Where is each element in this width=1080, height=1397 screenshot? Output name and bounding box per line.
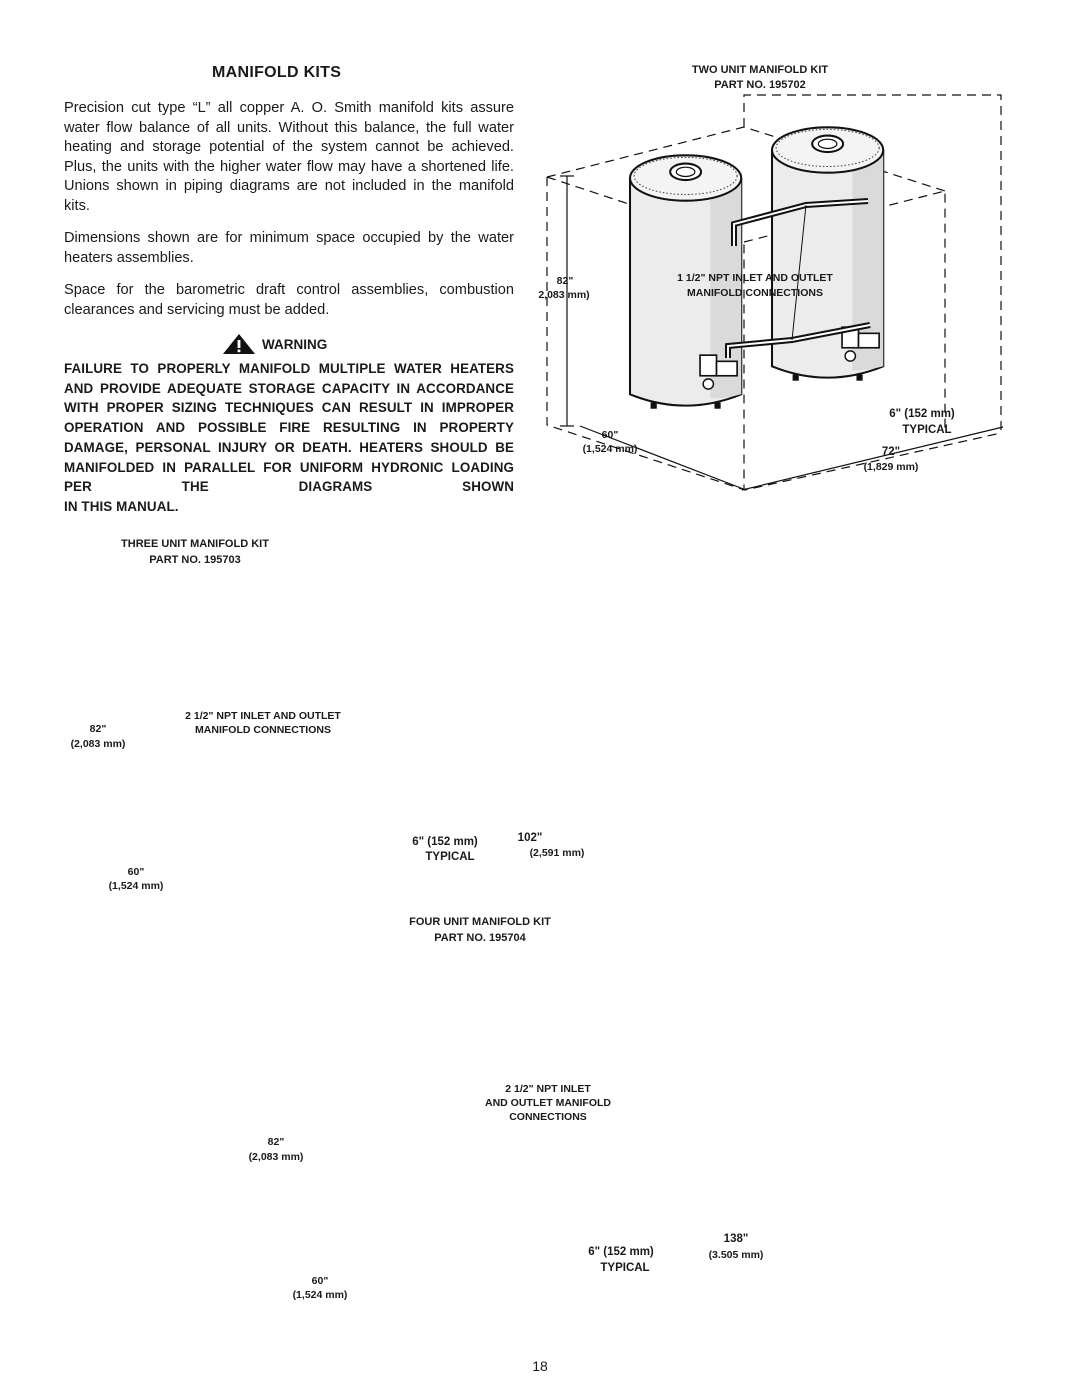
two-unit-diagram xyxy=(546,94,1004,491)
three-unit-spacing-typical: TYPICAL xyxy=(425,851,475,863)
four-unit-height-mm: (2,083 mm) xyxy=(248,1151,304,1163)
three-unit-height-mm: (2,083 mm) xyxy=(70,738,126,750)
four-unit-depth-in: 60" xyxy=(311,1275,329,1287)
two-unit-height-in: 82" xyxy=(556,275,574,287)
intro-paragraph: Precision cut type “L” all copper A. O. … xyxy=(64,100,514,214)
warning-label: WARNING xyxy=(262,336,328,352)
warning-text: FAILURE TO PROPERLY MANIFOLD MULTIPLE WA… xyxy=(64,359,514,517)
warning-body: FAILURE TO PROPERLY MANIFOLD MULTIPLE WA… xyxy=(64,361,514,495)
warning-triangle-icon xyxy=(223,334,255,354)
three-unit-depth-mm: (1,524 mm) xyxy=(108,880,164,892)
two-unit-title: TWO UNIT MANIFOLD KIT xyxy=(691,64,829,76)
three-unit-connections-label: 2 1/2" NPT INLET AND OUTLET xyxy=(185,710,341,722)
four-unit-connections-label-2: AND OUTLET MANIFOLD xyxy=(485,1097,611,1109)
two-unit-depth-in: 60" xyxy=(601,429,619,441)
warning-heading: WARNING xyxy=(222,333,327,355)
four-unit-connections-label-3: CONNECTIONS xyxy=(509,1111,587,1123)
page-number: 18 xyxy=(532,1358,548,1374)
two-unit-connections-label-2: MANIFOLD CONNECTIONS xyxy=(687,287,823,299)
four-unit-width-mm: (3.505 mm) xyxy=(708,1249,764,1261)
dimensions-paragraph: Dimensions shown are for minimum space o… xyxy=(64,230,514,266)
three-unit-part-number: PART NO. 195703 xyxy=(149,554,241,566)
four-unit-height-in: 82" xyxy=(267,1136,285,1148)
two-unit-depth-mm: (1,524 mm) xyxy=(582,443,638,455)
three-unit-width-in: 102" xyxy=(517,832,543,844)
two-unit-height-mm: 2,083 mm) xyxy=(538,289,590,301)
two-unit-spacing: 6" (152 mm) xyxy=(889,408,955,420)
two-unit-connections-label: 1 1/2" NPT INLET AND OUTLET xyxy=(677,272,833,284)
three-unit-width-mm: (2,591 mm) xyxy=(529,847,585,859)
page-title: MANIFOLD KITS xyxy=(212,64,342,81)
four-unit-spacing: 6" (152 mm) xyxy=(588,1246,654,1258)
two-unit-width-mm: (1,829 mm) xyxy=(863,461,919,473)
two-unit-part-number: PART NO. 195702 xyxy=(714,79,806,91)
clearance-paragraph: Space for the barometric draft control a… xyxy=(64,282,514,318)
three-unit-height-in: 82" xyxy=(89,723,107,735)
three-unit-title: THREE UNIT MANIFOLD KIT xyxy=(121,538,269,550)
two-unit-spacing-typical: TYPICAL xyxy=(902,424,952,436)
four-unit-spacing-typical: TYPICAL xyxy=(600,1262,650,1274)
four-unit-width-in: 138" xyxy=(723,1233,749,1245)
four-unit-depth-mm: (1,524 mm) xyxy=(292,1289,348,1301)
two-unit-width-in: 72" xyxy=(881,446,901,458)
three-unit-spacing: 6" (152 mm) xyxy=(412,836,478,848)
three-unit-connections-label-2: MANIFOLD CONNECTIONS xyxy=(195,724,331,736)
warning-body-end: IN THIS MANUAL. xyxy=(64,498,179,514)
four-unit-connections-label: 2 1/2" NPT INLET xyxy=(505,1083,591,1095)
four-unit-part-number: PART NO. 195704 xyxy=(434,932,526,944)
four-unit-title: FOUR UNIT MANIFOLD KIT xyxy=(409,916,551,928)
three-unit-depth-in: 60" xyxy=(127,866,145,878)
